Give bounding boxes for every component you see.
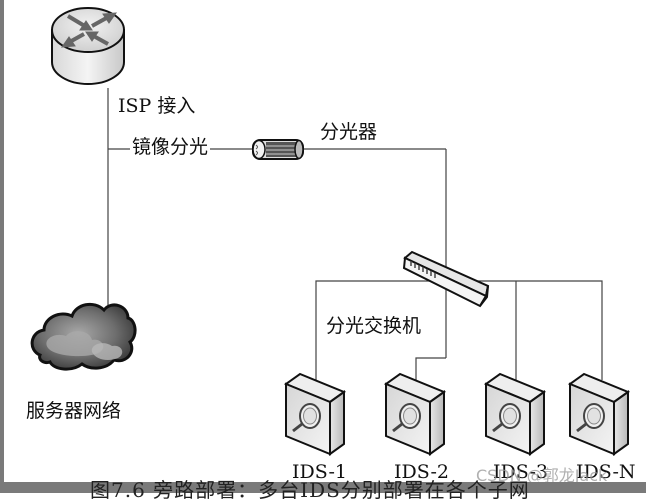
image-border-left	[0, 0, 4, 493]
server-network-label: 服务器网络	[26, 400, 122, 422]
ids-appliance-icon	[283, 372, 347, 456]
caption-cutoff: 图7.6 旁路部署：多台IDS分别部署在各个子网	[90, 478, 530, 502]
switch-icon	[402, 250, 490, 308]
edge-switch-to-ids2	[415, 357, 446, 380]
cloud-icon	[30, 302, 137, 371]
watermark: CSDN @郭龙Jack	[476, 466, 608, 485]
ids-appliance-icon	[383, 372, 447, 456]
ids-label: IDS-2	[394, 461, 449, 483]
ids-appliance-icon	[483, 372, 547, 456]
ids-label: IDS-N	[576, 461, 636, 483]
router-label: ISP 接入	[118, 95, 196, 117]
optical-splitter-icon	[252, 139, 304, 160]
ids-appliance-icon	[567, 372, 631, 456]
splitter-label: 分光器	[320, 121, 378, 143]
image-border-bottom: 图7.6 旁路部署：多台IDS分别部署在各个子网	[0, 478, 646, 502]
mirror-edge-label: 镜像分光	[130, 136, 211, 158]
ids-label: IDS-1	[292, 461, 347, 483]
switch-label: 分光交换机	[326, 315, 422, 337]
ids-label: IDS-3	[493, 461, 548, 483]
router-icon	[51, 7, 125, 85]
